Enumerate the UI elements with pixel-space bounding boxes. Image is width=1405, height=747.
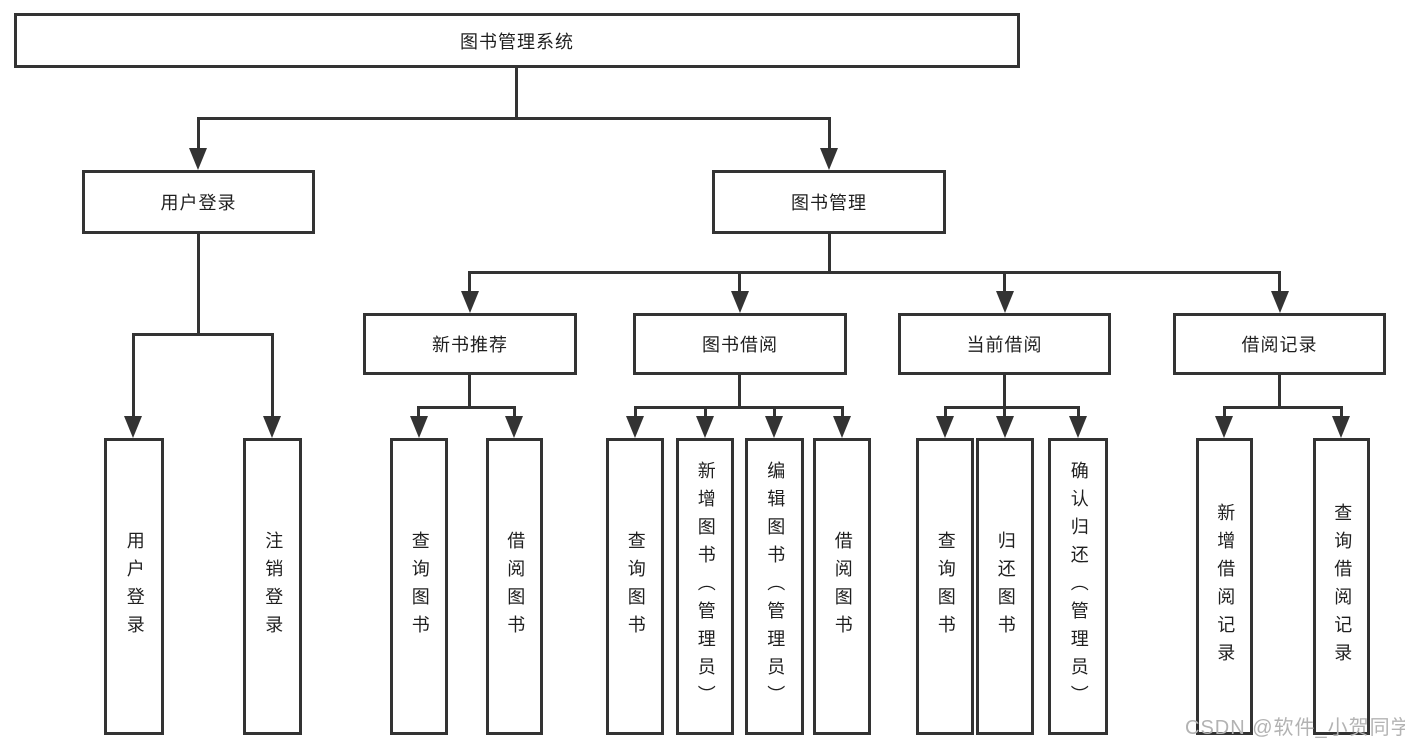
node-label: 图书管理	[791, 193, 867, 213]
node-label: 编辑图书（管理员）	[765, 460, 786, 713]
arrow-down-icon	[626, 416, 644, 438]
arrow-down-icon	[936, 416, 954, 438]
connector-line	[1340, 406, 1343, 417]
leaf-query-books: 查询图书	[390, 438, 448, 735]
arrow-down-icon	[833, 416, 851, 438]
connector-line	[132, 333, 274, 336]
node-user-login: 用户登录	[82, 170, 315, 234]
connector-line	[1077, 406, 1080, 417]
node-current-borrowing: 当前借阅	[898, 313, 1111, 375]
watermark: CSDN @软件_小贺同学	[1185, 717, 1405, 739]
leaf-borrow-books: 借阅图书	[813, 438, 871, 735]
node-label: 图书借阅	[702, 335, 778, 355]
node-book-management: 图书管理	[712, 170, 946, 234]
connector-line	[828, 117, 831, 150]
connector-line	[738, 375, 741, 408]
arrow-down-icon	[1215, 416, 1233, 438]
connector-line	[704, 406, 707, 417]
connector-line	[1278, 271, 1281, 293]
connector-line	[1003, 406, 1006, 417]
leaf-add-books-admin: 新增图书（管理员）	[676, 438, 734, 735]
connector-line	[468, 375, 471, 408]
node-label: 借阅图书	[832, 530, 853, 643]
node-label: 注销登录	[263, 530, 284, 643]
connector-line	[738, 271, 741, 293]
connector-line	[773, 406, 776, 417]
connector-line	[1223, 406, 1343, 409]
connector-line	[468, 271, 1281, 274]
node-label: 用户登录	[160, 193, 237, 213]
arrow-down-icon	[820, 148, 838, 170]
arrow-down-icon	[1069, 416, 1087, 438]
connector-line	[634, 406, 637, 417]
node-label: 确认归还（管理员）	[1068, 460, 1089, 713]
arrow-down-icon	[696, 416, 714, 438]
arrow-down-icon	[765, 416, 783, 438]
node-borrowing-records: 借阅记录	[1173, 313, 1386, 375]
arrow-down-icon	[124, 416, 142, 438]
leaf-query-books: 查询图书	[916, 438, 974, 735]
node-library-management-system: 图书管理系统	[14, 13, 1020, 68]
connector-line	[515, 68, 518, 119]
connector-line	[197, 117, 831, 120]
node-new-book-recommendation: 新书推荐	[363, 313, 577, 375]
connector-line	[1003, 375, 1006, 408]
connector-line	[197, 117, 200, 150]
node-label: 新增图书（管理员）	[695, 460, 716, 713]
arrow-down-icon	[996, 416, 1014, 438]
connector-line	[417, 406, 516, 409]
leaf-edit-books-admin: 编辑图书（管理员）	[745, 438, 804, 735]
node-label: 查询图书	[409, 530, 430, 643]
connector-line	[944, 406, 947, 417]
node-label: 借阅图书	[505, 530, 526, 643]
node-label: 借阅记录	[1241, 335, 1318, 355]
arrow-down-icon	[505, 416, 523, 438]
arrow-down-icon	[410, 416, 428, 438]
connector-line	[1223, 406, 1226, 417]
connector-line	[944, 406, 1080, 409]
connector-line	[1278, 375, 1281, 408]
leaf-query-books: 查询图书	[606, 438, 664, 735]
connector-line	[828, 234, 831, 273]
connector-line	[634, 406, 844, 409]
leaf-user-login: 用户登录	[104, 438, 164, 735]
arrow-down-icon	[1332, 416, 1350, 438]
arrow-down-icon	[731, 291, 749, 313]
node-label: 新书推荐	[432, 335, 508, 355]
connector-line	[513, 406, 516, 417]
node-label: 图书管理系统	[460, 31, 574, 52]
leaf-confirm-return-admin: 确认归还（管理员）	[1048, 438, 1108, 735]
node-label: 归还图书	[995, 530, 1016, 643]
node-label: 查询借阅记录	[1332, 502, 1353, 671]
leaf-query-borrowing-record: 查询借阅记录	[1313, 438, 1370, 735]
node-book-borrowing: 图书借阅	[633, 313, 847, 375]
leaf-return-books: 归还图书	[976, 438, 1034, 735]
connector-line	[417, 406, 420, 417]
connector-line	[468, 271, 471, 293]
connector-line	[197, 234, 200, 335]
arrow-down-icon	[996, 291, 1014, 313]
leaf-logout: 注销登录	[243, 438, 302, 735]
arrow-down-icon	[189, 148, 207, 170]
leaf-borrow-books: 借阅图书	[486, 438, 543, 735]
connector-line	[132, 333, 135, 417]
connector-line	[1003, 271, 1006, 293]
arrow-down-icon	[1271, 291, 1289, 313]
connector-line	[271, 333, 274, 417]
node-label: 用户登录	[124, 530, 145, 643]
node-label: 新增借阅记录	[1215, 502, 1236, 671]
node-label: 当前借阅	[966, 335, 1043, 355]
node-label: 查询图书	[935, 530, 956, 643]
leaf-add-borrowing-record: 新增借阅记录	[1196, 438, 1253, 735]
arrow-down-icon	[461, 291, 479, 313]
arrow-down-icon	[263, 416, 281, 438]
connector-line	[841, 406, 844, 417]
node-label: 查询图书	[625, 530, 646, 643]
